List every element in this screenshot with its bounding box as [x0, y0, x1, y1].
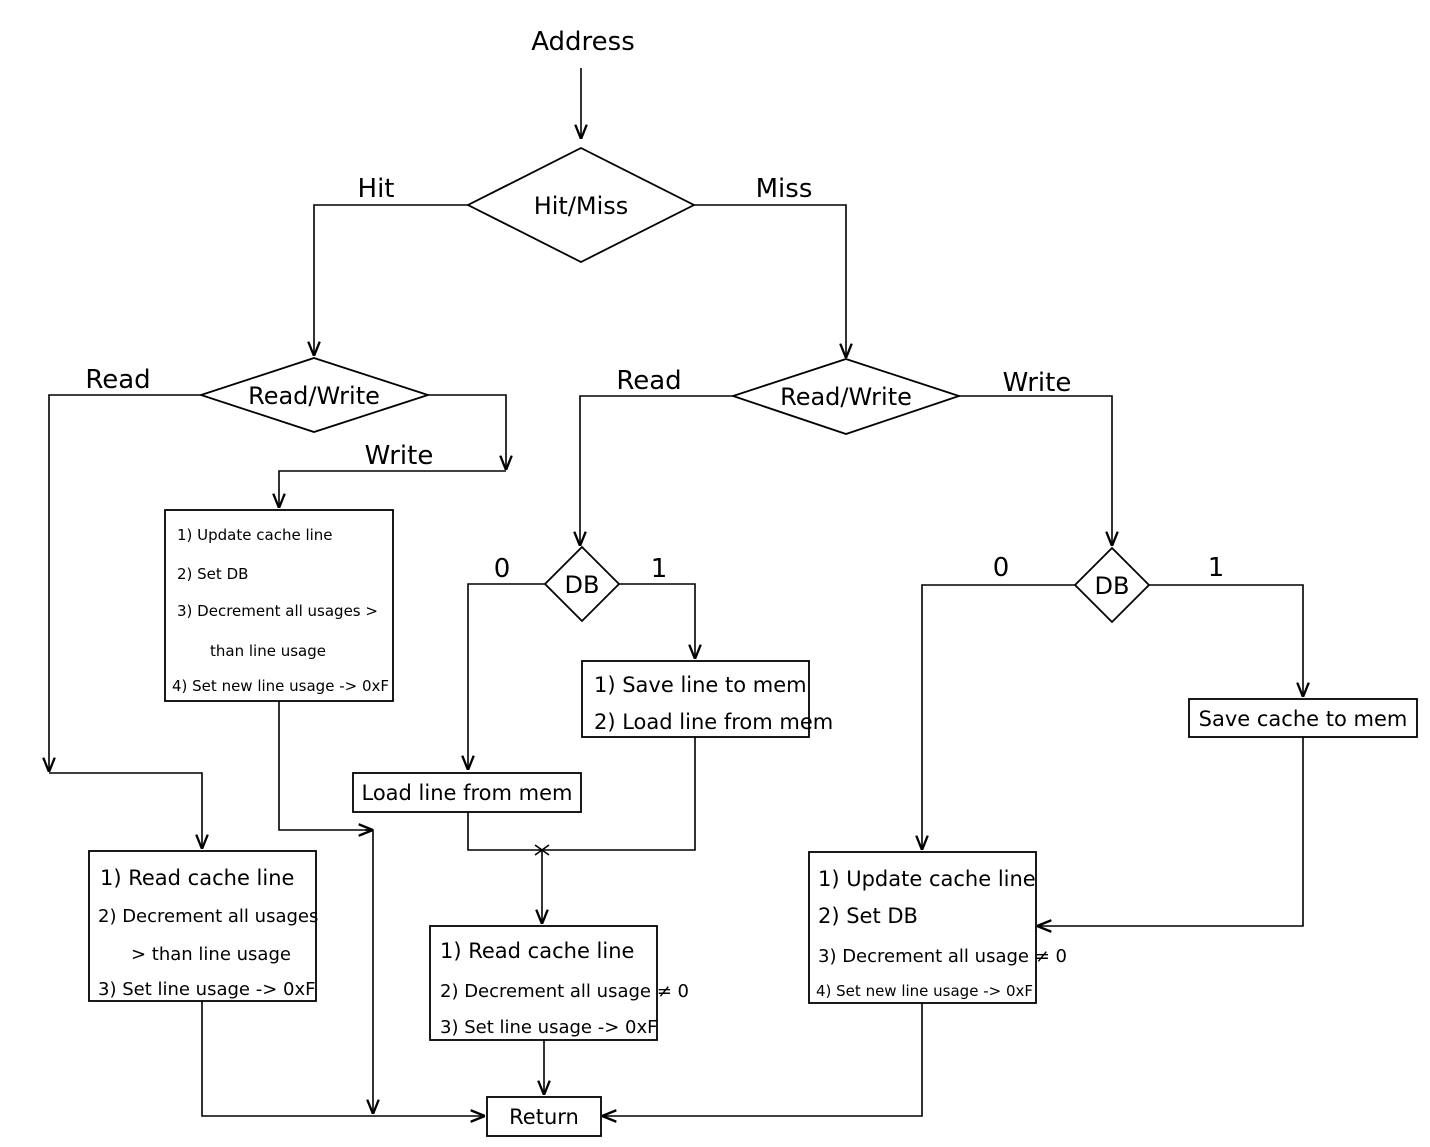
- db-mid-1-label: 1: [651, 554, 668, 584]
- save-load-merge: [542, 737, 696, 851]
- write-hit-connector: [428, 394, 506, 470]
- merge-mark: [534, 844, 550, 856]
- rw-left-diamond: [198, 357, 431, 433]
- write-miss-line-1: 1) Update cache line: [818, 867, 1036, 891]
- write-hit-to-return: [278, 701, 373, 1114]
- return-label: Return: [509, 1105, 579, 1129]
- write-hit-line-3: 3) Decrement all usages >: [177, 602, 378, 620]
- read-hit-line-2: 2) Decrement all usages: [98, 906, 318, 927]
- read-hit-line-1: 1) Read cache line: [100, 866, 294, 890]
- save-load-box: [581, 660, 810, 738]
- return-box: [486, 1096, 602, 1137]
- hit-edge-label: Hit: [358, 174, 395, 204]
- db-right-1-label: 1: [1208, 553, 1225, 583]
- write-hit-line-4: than line usage: [210, 642, 326, 660]
- write-left-edge-label: Write: [365, 441, 434, 471]
- read-miss-line-2: 2) Decrement all usage ≠ 0: [440, 981, 689, 1002]
- address-label: Address: [531, 27, 635, 57]
- write-hit-line-1: 1) Update cache line: [177, 526, 333, 544]
- read-hit-box: [88, 850, 317, 1002]
- write-hit-line-5: 4) Set new line usage -> 0xF: [172, 677, 389, 695]
- write-miss-connector: [959, 395, 1112, 546]
- db-right-0-label: 0: [993, 553, 1010, 583]
- read-hit-connector: [49, 394, 201, 772]
- read-miss-line-1: 1) Read cache line: [440, 939, 634, 963]
- write-miss-line-4: 4) Set new line usage -> 0xF: [816, 982, 1033, 1000]
- load-line-merge: [467, 812, 542, 851]
- db-right-0-connector: [922, 584, 1075, 850]
- hit-miss-diamond: [466, 146, 696, 264]
- read-hit-line-4: 3) Set line usage -> 0xF: [98, 979, 315, 1000]
- save-load-line-1: 1) Save line to mem: [594, 673, 807, 697]
- read-hit-connector-2: [49, 772, 202, 849]
- write-miss-box: [808, 851, 1037, 1004]
- rw-right-label: Read/Write: [780, 383, 912, 411]
- read-hit-line-3: > than line usage: [131, 944, 291, 965]
- save-cache-to-write-miss: [1037, 737, 1304, 926]
- read-right-edge-label: Read: [616, 366, 681, 396]
- db-right-diamond: [1073, 546, 1151, 624]
- read-miss-line-3: 3) Set line usage -> 0xF: [440, 1017, 657, 1038]
- hit-connector: [314, 204, 468, 356]
- write-hit-line-2: 2) Set DB: [177, 565, 248, 583]
- db-right-label: DB: [1095, 572, 1130, 600]
- load-line-text: Load line from mem: [361, 781, 572, 805]
- rw-left-label: Read/Write: [248, 382, 380, 410]
- read-hit-to-return: [201, 1001, 485, 1116]
- save-load-line-2: 2) Load line from mem: [594, 710, 833, 734]
- save-cache-box: [1188, 698, 1418, 738]
- write-right-edge-label: Write: [1003, 368, 1072, 398]
- db-mid-0-connector: [468, 583, 545, 770]
- write-miss-line-3: 3) Decrement all usage ≠ 0: [818, 946, 1067, 967]
- write-hit-box: [164, 509, 394, 702]
- db-right-1-connector: [1149, 584, 1303, 697]
- write-miss-to-return: [602, 1003, 923, 1116]
- read-miss-box: [429, 925, 658, 1041]
- db-mid-label: DB: [565, 571, 600, 599]
- write-hit-connector-2: [279, 470, 506, 508]
- read-miss-connector: [580, 395, 733, 546]
- rw-right-diamond: [730, 358, 962, 435]
- miss-connector: [694, 204, 846, 358]
- db-mid-1-connector: [619, 583, 695, 659]
- miss-edge-label: Miss: [756, 174, 813, 204]
- hit-miss-label: Hit/Miss: [534, 192, 629, 220]
- save-cache-text: Save cache to mem: [1199, 707, 1408, 731]
- db-mid-0-label: 0: [494, 554, 511, 584]
- write-miss-line-2: 2) Set DB: [818, 904, 918, 928]
- read-left-edge-label: Read: [85, 365, 150, 395]
- load-line-box: [352, 772, 582, 813]
- db-mid-diamond: [543, 545, 621, 623]
